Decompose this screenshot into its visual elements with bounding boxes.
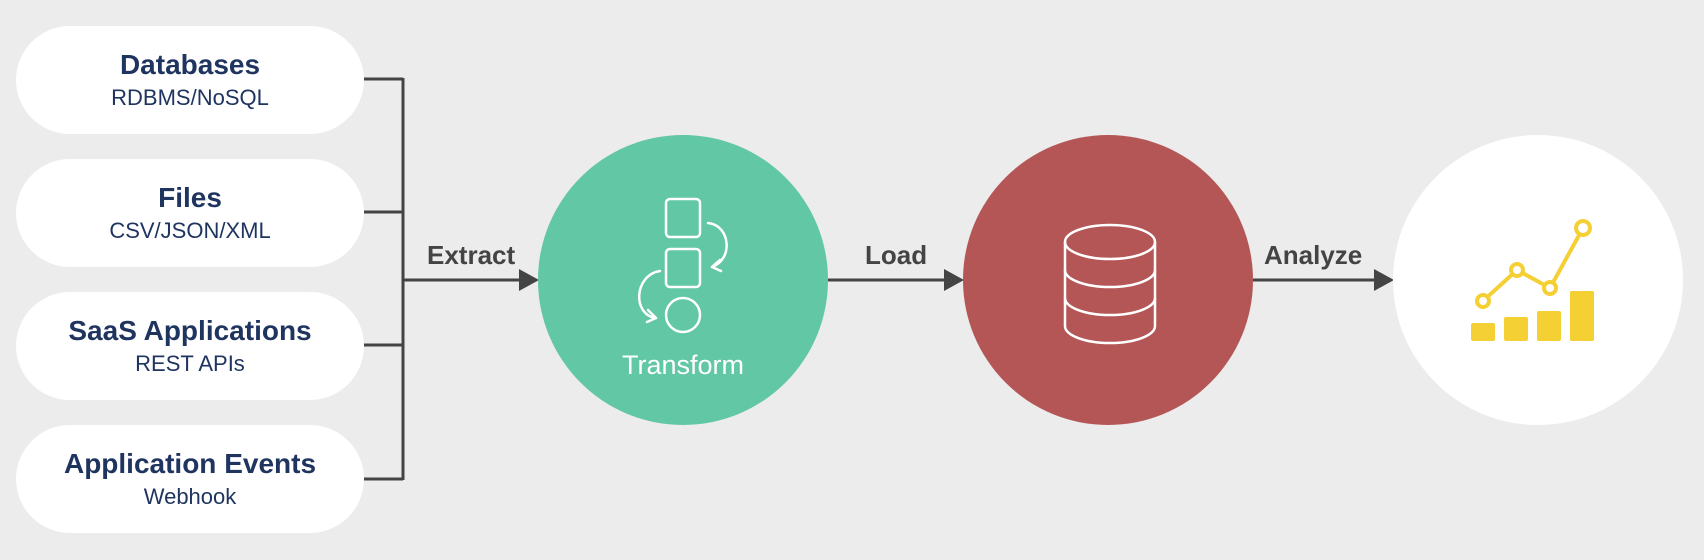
- source-subtitle: REST APIs: [135, 351, 245, 376]
- extract-label: Extract: [427, 240, 516, 270]
- chart-bar: [1504, 317, 1528, 341]
- database-icon: [1063, 223, 1157, 345]
- source-title: Databases: [119, 49, 261, 80]
- chart-bar: [1471, 323, 1495, 341]
- analytics-chart-icon: [1471, 219, 1594, 341]
- trend-point: [1509, 262, 1525, 278]
- transform-label: Transform: [621, 350, 744, 380]
- trend-point: [1574, 219, 1592, 237]
- chart-bar: [1537, 311, 1561, 341]
- source-subtitle: RDBMS/NoSQL: [111, 85, 269, 110]
- source-databases: Databases RDBMS/NoSQL: [16, 26, 364, 134]
- trend-line: [1481, 226, 1585, 303]
- trend-point: [1475, 293, 1491, 309]
- source-title: SaaS Applications: [68, 315, 312, 346]
- transform-node: Transform: [538, 135, 828, 425]
- source-title: Application Events: [63, 448, 317, 479]
- source-title: Files: [158, 182, 222, 213]
- load-node: [963, 135, 1253, 425]
- transform-icon: [638, 197, 728, 334]
- source-subtitle: Webhook: [143, 484, 237, 509]
- source-application-events: Application Events Webhook: [16, 425, 364, 533]
- trend-point: [1542, 280, 1558, 296]
- source-subtitle: CSV/JSON/XML: [109, 218, 271, 243]
- analyze-label: Analyze: [1264, 240, 1363, 270]
- analyze-arrowhead: [1374, 269, 1394, 291]
- source-files: Files CSV/JSON/XML: [16, 159, 364, 267]
- load-arrowhead: [944, 269, 964, 291]
- analyze-node: [1393, 135, 1683, 425]
- extract-arrowhead: [519, 269, 539, 291]
- chart-bar: [1570, 291, 1594, 341]
- load-label: Load: [865, 240, 928, 270]
- source-saas-applications: SaaS Applications REST APIs: [16, 292, 364, 400]
